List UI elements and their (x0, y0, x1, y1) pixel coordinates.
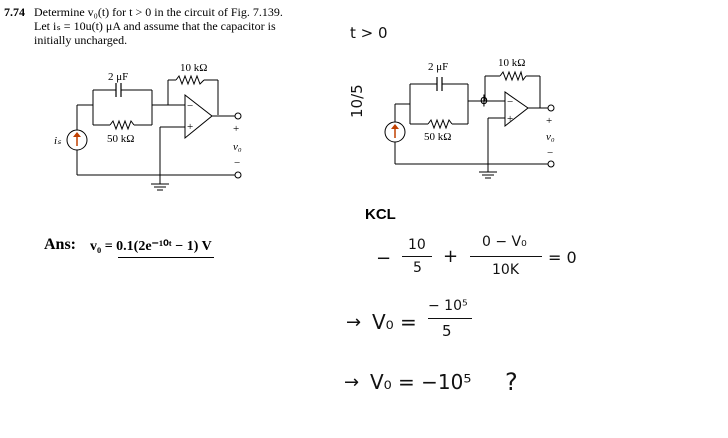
handwritten-t-condition: t > 0 (350, 24, 388, 42)
current-source-symbol-right (384, 121, 406, 143)
eq-denominator-2: 10K (492, 262, 519, 278)
circuit-diagram-right: 2 μF 10 kΩ 50 kΩ − + + v₀ − ϕ (384, 57, 555, 179)
answer-label: Ans: (44, 236, 77, 253)
output-minus-right: − (547, 147, 553, 159)
eq-fraction-bar-2 (470, 256, 542, 257)
problem-text-line-2: Let iₛ = 10u(t) μA and assume that the c… (34, 19, 276, 33)
problem-text-line-3: initially uncharged. (34, 33, 128, 47)
r10k-label-left: 10 kΩ (180, 62, 207, 74)
step2-fraction-bar (428, 318, 472, 319)
source-label-left: iₛ (54, 135, 62, 147)
opamp-plus-left: + (187, 121, 193, 133)
eq-plus: + (443, 246, 459, 267)
current-source-symbol-left (66, 129, 88, 151)
step2-numerator: − 10⁵ (428, 298, 468, 314)
eq-fraction-bar-1 (402, 256, 432, 257)
output-plus-left: + (233, 123, 239, 135)
output-label-right: v₀ (546, 131, 555, 143)
step3-arrow: → (344, 372, 360, 393)
problem-text-line-1: Determine v₀(t) for t > 0 in the circuit… (34, 5, 283, 19)
answer-expression: v₀ = 0.1(2e⁻¹⁰ᵗ − 1) V (90, 239, 212, 254)
capacitor-symbol-left (115, 83, 122, 97)
eq-denominator-1: 5 (413, 260, 422, 276)
resistor-10k-symbol-right (499, 70, 527, 82)
output-plus-right: + (546, 115, 552, 127)
step2-lhs: V₀ = (372, 310, 417, 334)
r50k-label-right: 50 kΩ (424, 131, 451, 143)
output-minus-left: − (234, 157, 240, 169)
cap-label-right: 2 μF (428, 61, 448, 73)
eq-numerator-1: 10 (408, 237, 426, 253)
output-terminal-top-left (234, 112, 242, 120)
cap-label-left: 2 μF (108, 71, 128, 83)
step3-expression: V₀ = −10⁵ (370, 370, 472, 394)
r10k-label-right: 10 kΩ (498, 57, 525, 69)
answer-underline (118, 257, 214, 258)
output-terminal-bottom-right (547, 160, 555, 168)
handwritten-source-value: 10/5 (348, 84, 366, 118)
eq-numerator-2: 0 − V₀ (482, 234, 527, 250)
output-terminal-top-right (547, 104, 555, 112)
kcl-label: KCL (365, 206, 396, 223)
r50k-label-left: 50 kΩ (107, 133, 134, 145)
step2-arrow: → (346, 312, 362, 333)
resistor-10k-symbol-left (175, 74, 205, 86)
step2-denominator: 5 (442, 322, 452, 340)
resistor-50k-symbol-right (427, 118, 453, 130)
eq-rhs: = 0 (548, 248, 577, 267)
output-terminal-bottom-left (234, 171, 242, 179)
opamp-minus-left: − (187, 100, 193, 112)
eq-minus: − (376, 248, 392, 269)
handwritten-node-mark: ϕ (480, 93, 488, 107)
circuit-diagram-left: 2 μF 10 kΩ 50 kΩ iₛ − + + v₀ − (54, 62, 242, 191)
resistor-50k-symbol-left (109, 119, 135, 131)
opamp-minus-right: − (507, 96, 513, 108)
question-mark: ? (505, 368, 518, 396)
capacitor-symbol-right (436, 77, 443, 91)
opamp-plus-right: + (507, 113, 513, 125)
problem-number: 7.74 (4, 5, 25, 19)
output-label-left: v₀ (233, 141, 242, 153)
